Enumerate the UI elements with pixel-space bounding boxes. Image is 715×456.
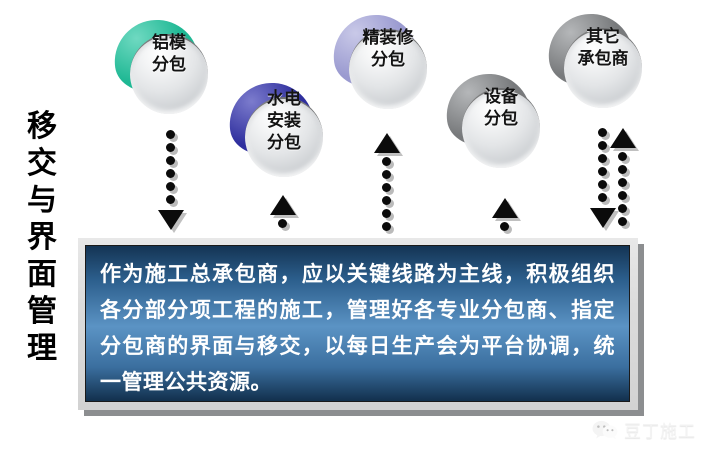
arrowhead-down-icon (590, 208, 616, 228)
bubble-label: 精装修 分包 (343, 27, 433, 71)
arrow-dot (382, 183, 391, 192)
bubble-label-line: 安装 (267, 111, 301, 130)
bubble-ball (130, 34, 208, 114)
arrow-dot (166, 143, 175, 152)
arrow-dot (382, 209, 391, 218)
arrow-aluminum-down (158, 130, 184, 230)
title-char: 交 (27, 146, 57, 181)
arrowhead-up-icon (374, 133, 400, 153)
arrow-dot (598, 141, 607, 150)
arrowhead-up-icon (492, 198, 518, 218)
arrowhead-up-icon (270, 195, 296, 215)
bubble-label-line: 分包 (484, 109, 518, 128)
arrowhead-up-icon (610, 128, 636, 148)
bubble-label: 其它 承包商 (558, 26, 648, 70)
watermark-label: 豆丁施工 (624, 422, 696, 442)
bubble-label-line: 分包 (371, 50, 405, 69)
arrow-dot (598, 128, 607, 137)
arrow-dot (166, 182, 175, 191)
arrowhead-down-icon (158, 210, 184, 230)
bubble-label-line: 承包商 (577, 49, 629, 68)
arrow-dot (598, 180, 607, 189)
arrow-dot (618, 165, 627, 174)
arrow-dot (598, 193, 607, 202)
bubble-ball (462, 88, 540, 168)
arrow-dot (618, 217, 627, 226)
bubble-label: 设备 分包 (456, 86, 546, 130)
title-char: 与 (27, 183, 57, 218)
arrow-dot (166, 169, 175, 178)
title-char: 界 (27, 220, 57, 255)
bubble-label-line: 分包 (152, 55, 186, 74)
bubble-label-line: 其它 (586, 27, 620, 46)
title-char: 移 (27, 109, 57, 144)
bubble-label: 铝模 分包 (124, 32, 214, 76)
arrow-dot (382, 157, 391, 166)
bubble-other-contractors[interactable]: 其它 承包商 (543, 8, 658, 119)
bubble-mep-installation[interactable]: 水电 安装 分包 (224, 77, 339, 188)
page-title-vertical: 移 交 与 界 面 管 理 (14, 108, 70, 367)
bubble-ball (245, 97, 323, 177)
arrow-dot (598, 154, 607, 163)
bubble-label-line: 铝模 (152, 33, 186, 52)
arrow-other-down (590, 128, 616, 228)
bubble-ball (349, 29, 427, 109)
arrow-dot (166, 195, 175, 204)
title-char: 理 (27, 331, 57, 366)
statement-text: 作为施工总承包商，应以关键线路为主线，积极组织各分部分项工程的施工，管理好各专业… (100, 262, 615, 394)
bubble-equipment[interactable]: 设备 分包 (441, 68, 556, 179)
wechat-icon (592, 420, 618, 440)
arrow-mep-up (270, 195, 296, 235)
statement-panel: 作为施工总承包商，应以关键线路为主线，积极组织各分部分项工程的施工，管理好各专业… (85, 245, 630, 402)
arrow-dot (382, 170, 391, 179)
bubble-label-line: 设备 (484, 87, 518, 106)
statement-panel-frame: 作为施工总承包商，应以关键线路为主线，积极组织各分部分项工程的施工，管理好各专业… (78, 238, 638, 410)
title-char: 面 (27, 257, 57, 292)
arrow-dot (598, 167, 607, 176)
arrow-dot (618, 191, 627, 200)
bubble-ball (564, 28, 642, 108)
title-char: 管 (27, 294, 57, 329)
arrow-dot (618, 178, 627, 187)
wechat-watermark: 豆丁施工 (592, 417, 696, 442)
arrow-decoration-up (374, 133, 400, 231)
bubble-fine-decoration[interactable]: 精装修 分包 (328, 9, 443, 120)
bubble-aluminum-formwork[interactable]: 铝模 分包 (109, 14, 224, 125)
bubble-label-line: 水电 (267, 89, 301, 108)
arrow-other-up (610, 128, 636, 228)
bubble-label-line: 分包 (267, 133, 301, 152)
arrow-dot (166, 130, 175, 139)
arrow-dot (382, 196, 391, 205)
arrow-dot (382, 222, 391, 231)
arrow-equipment-up (492, 198, 518, 234)
arrow-dot (500, 222, 509, 231)
arrow-dot (618, 152, 627, 161)
arrow-dot (166, 156, 175, 165)
arrow-dot (618, 204, 627, 213)
bubble-label: 水电 安装 分包 (239, 88, 329, 154)
arrow-dot (278, 219, 287, 228)
bubble-label-line: 精装修 (362, 28, 414, 47)
